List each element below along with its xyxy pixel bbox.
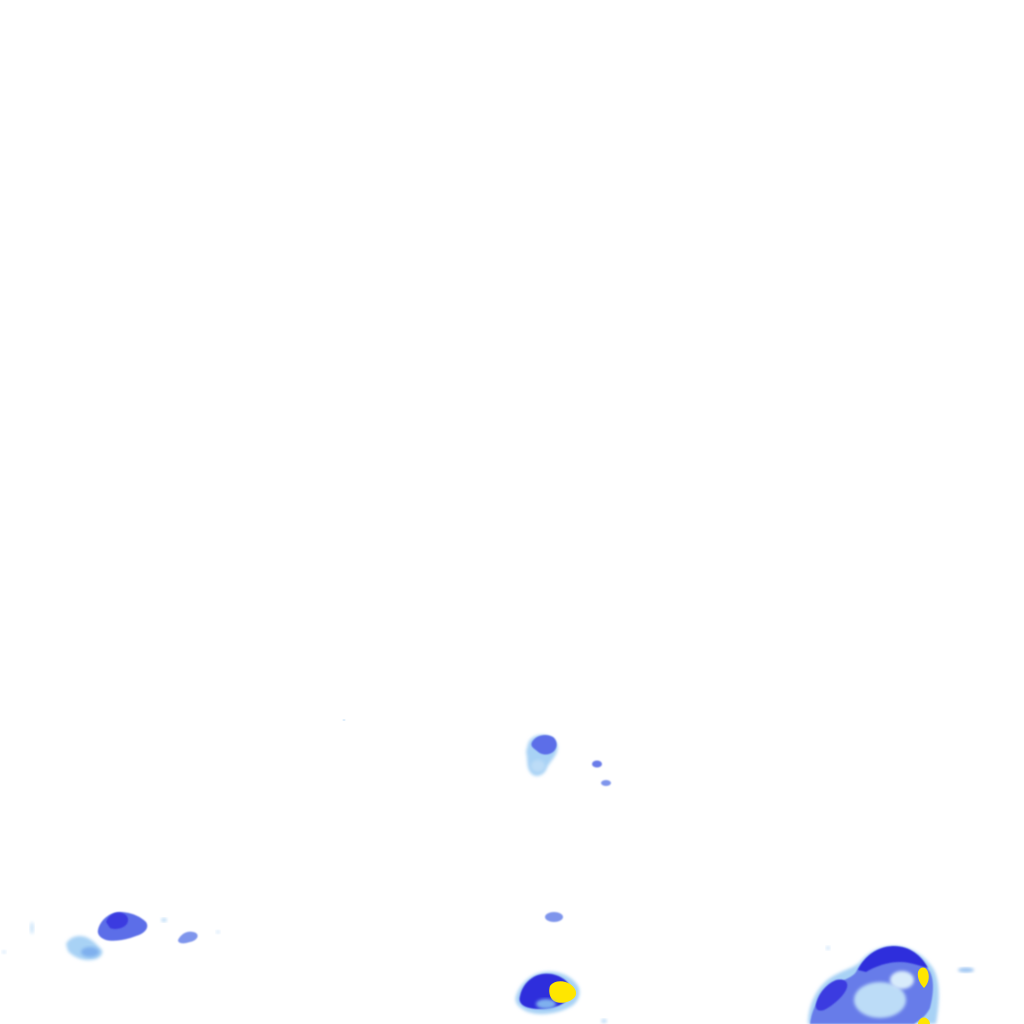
precip-echo-light [826, 946, 830, 950]
precip-echo-moderate [545, 912, 563, 922]
precip-echo-moderate [178, 931, 198, 944]
precip-echo-extreme [549, 981, 577, 1003]
precip-echo-light [890, 971, 914, 989]
radar-echo-cluster-lower-right [808, 946, 974, 1024]
precip-echo-light [30, 922, 34, 934]
radar-echo-cluster-lower-left [2, 912, 220, 961]
precip-echo-light [531, 760, 545, 772]
radar-echo-cluster-lower-center [515, 912, 607, 1023]
precip-echo-light [958, 967, 974, 973]
precip-echo-light [536, 999, 556, 1009]
precip-echo-light [66, 936, 103, 961]
precip-echo-moderate [601, 780, 611, 786]
radar-echo-cluster-center-upper [526, 734, 611, 786]
precip-echo-heavy [858, 946, 928, 972]
precip-echo-light [2, 950, 6, 954]
precip-echo-light [342, 719, 346, 721]
precip-echo-moderate [592, 760, 602, 768]
precip-echo-moderate [531, 734, 557, 755]
precip-echo-light [601, 1019, 607, 1023]
precip-echo-extreme [918, 1017, 930, 1024]
precip-echo-heavy [106, 912, 129, 929]
precip-echo-light [216, 930, 220, 934]
precip-echo-heavy [815, 979, 848, 1011]
precip-echo-light [81, 947, 99, 957]
precip-echo-extreme [917, 967, 929, 988]
precip-echo-light [161, 918, 167, 922]
precip-echo-light [854, 982, 906, 1018]
